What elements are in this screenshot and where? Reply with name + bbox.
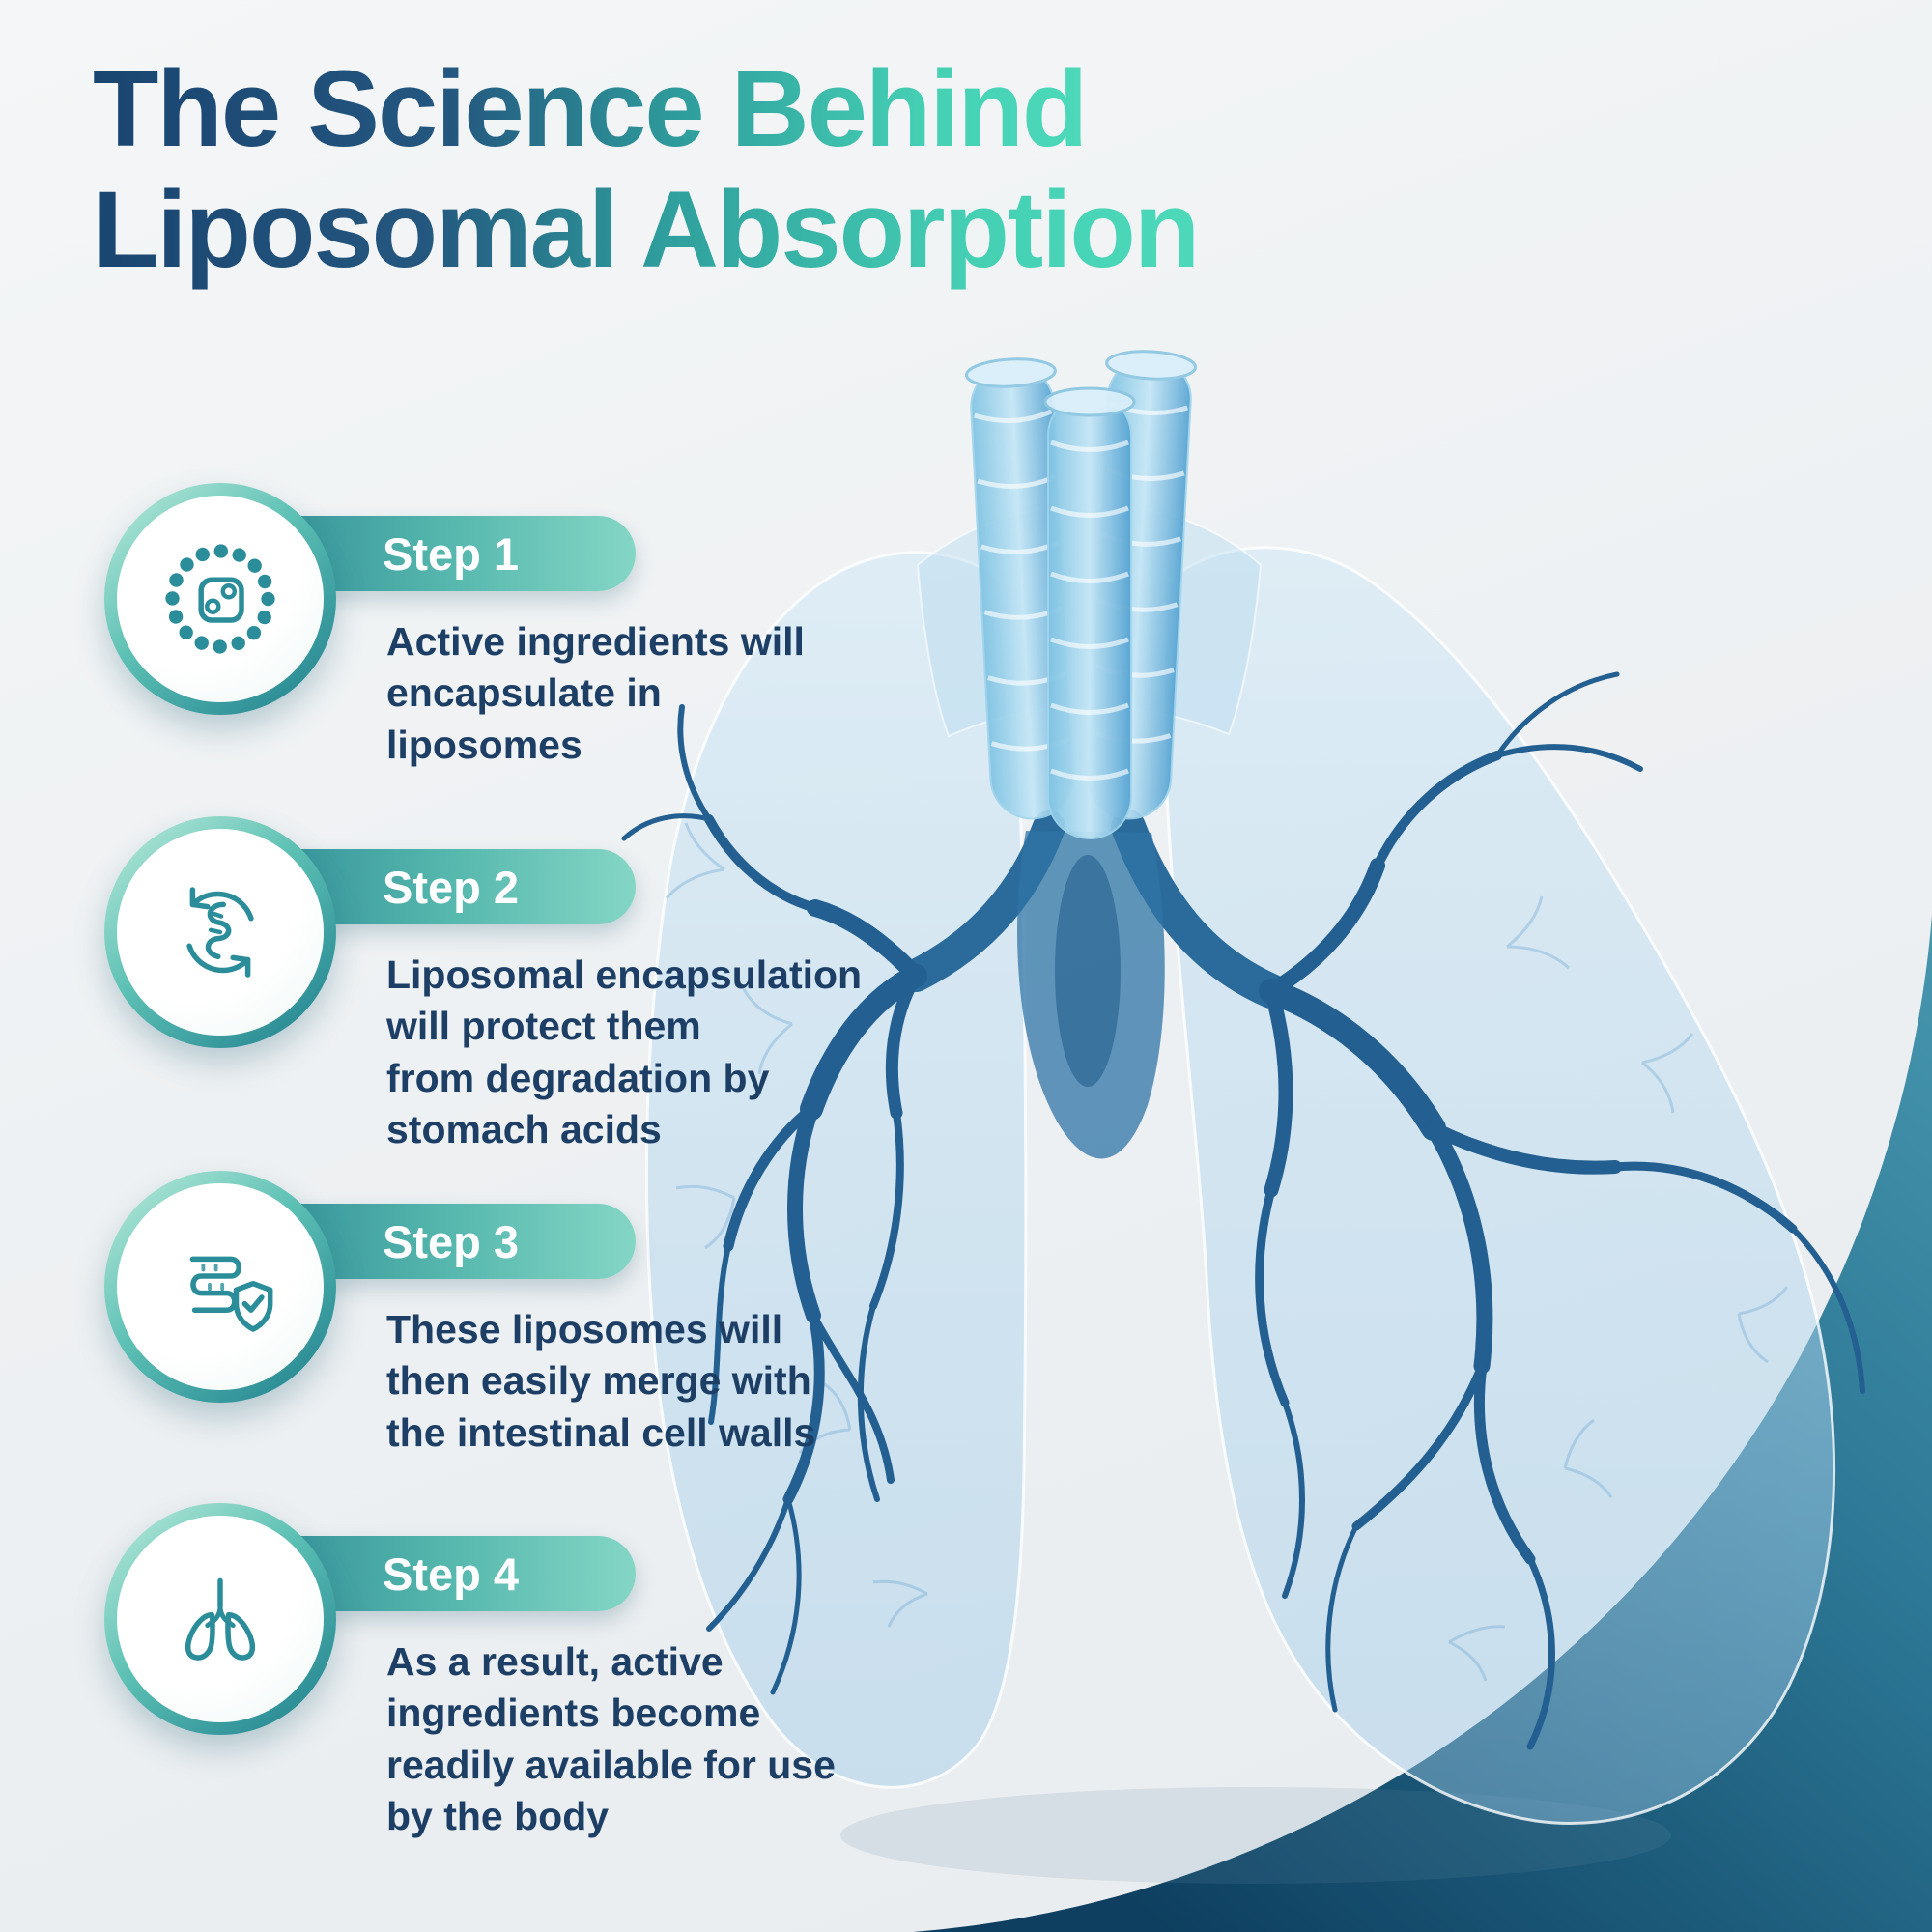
- step-4-label: Step 4: [383, 1548, 520, 1600]
- step-1-description: Active ingredients will encapsulate in l…: [386, 619, 805, 767]
- step-4-icon-circle: [117, 1516, 324, 1722]
- step-4-icon-ring: [104, 1503, 336, 1735]
- step-1-label: Step 1: [383, 527, 520, 580]
- step-1-icon-circle: [117, 496, 324, 702]
- page-title-line-2: Liposomal Absorption: [93, 169, 1200, 291]
- step-1-icon-ring: [104, 483, 336, 715]
- step-2-icon-ring: [104, 816, 336, 1048]
- page-title-line-1: The Science Behind: [93, 48, 1088, 169]
- step-item-2: Step 2 Liposomal encapsulation will prot…: [104, 816, 916, 1151]
- step-item-1: Step 1 Active ingredients will encapsula…: [104, 483, 916, 773]
- bronchial-tree: [621, 671, 1865, 1750]
- lungs-icon: [185, 1577, 256, 1661]
- alveoli-texture-right: [1448, 895, 1789, 1682]
- step-item-4: Step 4 As a result, active ingredients b…: [104, 1503, 916, 1838]
- page-title: The Science Behind Liposomal Absorption: [93, 48, 1200, 291]
- right-lung-lobe: [1161, 546, 1836, 1826]
- stomach-cycle-icon: [186, 887, 254, 978]
- step-4-description: As a result, active ingredients become r…: [386, 1639, 836, 1838]
- alveoli-texture-left: [665, 822, 928, 1628]
- liposome-icon: [165, 544, 275, 654]
- step-3-icon-circle: [117, 1183, 324, 1390]
- trachea-tube-center: [1043, 386, 1136, 839]
- step-2-description: Liposomal encapsulation will protect the…: [386, 952, 863, 1151]
- step-2-label: Step 2: [383, 861, 520, 913]
- step-3-label: Step 3: [383, 1215, 520, 1267]
- step-item-3: Step 3 These liposomes will then easily …: [104, 1171, 916, 1461]
- intestine-shield-icon: [189, 1256, 273, 1332]
- hilum-core: [1055, 855, 1121, 1087]
- step-2-icon-circle: [117, 829, 324, 1036]
- lungs-shadow: [840, 1787, 1671, 1884]
- step-3-description: These liposomes will then easily merge w…: [386, 1307, 816, 1455]
- step-3-icon-ring: [104, 1171, 336, 1403]
